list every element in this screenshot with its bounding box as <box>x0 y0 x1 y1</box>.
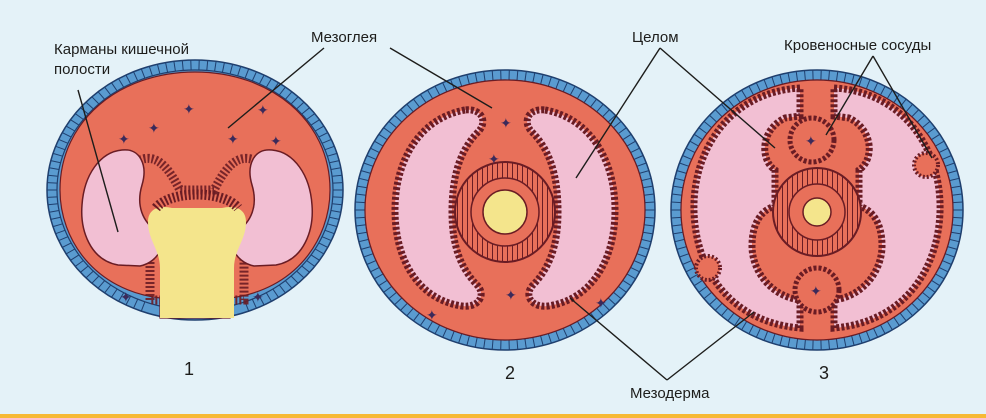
blood-vessel-lateral <box>696 256 720 280</box>
svg-text:✦: ✦ <box>120 290 132 306</box>
stage-number-1: 1 <box>184 360 194 379</box>
ectoderm-cell-divider <box>953 202 963 203</box>
svg-text:✦: ✦ <box>805 134 817 150</box>
ectoderm-cell-divider <box>355 202 365 203</box>
stage-number-3: 3 <box>819 364 829 383</box>
ectoderm-cell-divider <box>47 183 57 184</box>
ectoderm-cell-divider <box>47 197 57 198</box>
ectoderm-cell-divider <box>671 202 681 203</box>
section-2: ✦ ✦ ✦ ✦ ✦ <box>355 70 655 350</box>
stage-number-2: 2 <box>505 364 515 383</box>
section-3: ✦ ✦ <box>671 70 963 350</box>
svg-text:✦: ✦ <box>257 103 269 119</box>
ectoderm-cell-divider <box>333 183 343 184</box>
label-gut-pockets-line2: полости <box>54 60 110 79</box>
label-mesoglea: Мезоглея <box>311 28 377 47</box>
svg-text:✦: ✦ <box>488 152 500 168</box>
gut-cavity <box>803 198 831 226</box>
svg-text:✦: ✦ <box>148 121 160 137</box>
label-mesoderm: Мезодерма <box>630 384 710 403</box>
ectoderm-cell-divider <box>355 217 365 218</box>
label-blood-vessels: Кровеносные сосуды <box>784 36 931 55</box>
ectoderm-cell-divider <box>645 217 655 218</box>
svg-text:✦: ✦ <box>595 296 607 312</box>
svg-text:✦: ✦ <box>500 116 512 132</box>
svg-text:✦: ✦ <box>227 132 239 148</box>
gut-cavity <box>148 207 246 318</box>
ectoderm-cell-divider <box>953 217 963 218</box>
svg-text:✦: ✦ <box>505 288 517 304</box>
label-gut-pockets-line1: Карманы кишечной <box>54 40 189 59</box>
gut-cavity <box>483 190 527 234</box>
svg-text:✦: ✦ <box>183 102 195 118</box>
svg-text:✦: ✦ <box>270 134 282 150</box>
ectoderm-cell-divider <box>333 197 343 198</box>
svg-text:✦: ✦ <box>118 132 130 148</box>
svg-text:✦: ✦ <box>426 308 438 324</box>
section-1: ✦ ✦ ✦ ✦ ✦ ✦ ✦ ✦ <box>47 60 343 320</box>
ectoderm-cell-divider <box>645 202 655 203</box>
svg-text:✦: ✦ <box>252 290 264 306</box>
blood-vessel-lateral <box>914 153 938 177</box>
svg-text:✦: ✦ <box>810 284 822 300</box>
label-coelom: Целом <box>632 28 679 47</box>
ectoderm-cell-divider <box>671 217 681 218</box>
